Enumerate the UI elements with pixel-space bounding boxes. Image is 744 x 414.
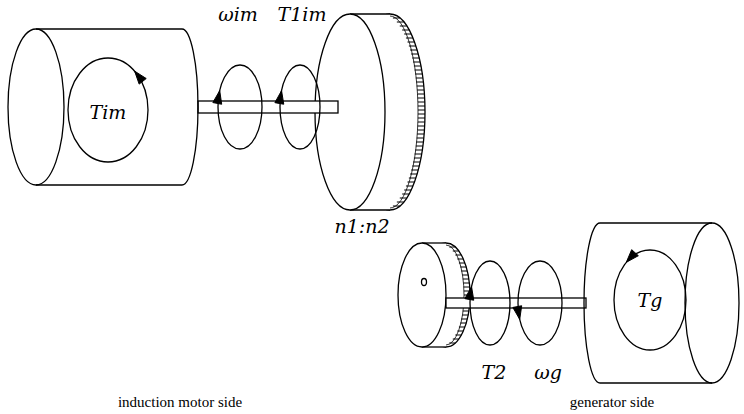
rotation-loop xyxy=(518,261,562,345)
cylinder-edge xyxy=(600,382,712,383)
arrowhead xyxy=(513,306,522,320)
speed-symbol: ωim xyxy=(218,3,258,25)
gear-tooth xyxy=(416,142,423,143)
rotation-loop xyxy=(68,58,148,162)
gear-tooth xyxy=(418,114,425,115)
gear-hole xyxy=(422,279,427,286)
rotation-loop xyxy=(470,261,510,345)
gear-tooth xyxy=(453,339,459,340)
cylinder-edge xyxy=(600,222,712,223)
gear-tooth xyxy=(463,279,469,280)
rotation-loop xyxy=(280,65,320,149)
gear-tooth xyxy=(415,150,422,151)
gear-tooth xyxy=(417,138,424,139)
gear-tooth xyxy=(417,134,424,135)
gear-tooth xyxy=(416,146,423,147)
rotation-loop xyxy=(614,250,686,350)
arrowhead xyxy=(135,71,147,84)
torque-symbol: T1im xyxy=(278,3,327,25)
gear-tooth xyxy=(402,30,409,31)
cylinder-edge xyxy=(36,28,182,29)
cylinder-edge xyxy=(36,184,182,185)
machine-cylinder: Tim xyxy=(4,26,204,188)
gear-tooth xyxy=(464,287,470,288)
cylinder-edge xyxy=(182,29,198,185)
torque-symbol: Tg xyxy=(638,289,663,311)
gear-ratio: n1:n2 xyxy=(334,215,389,237)
torque-symbol: T2 xyxy=(482,361,507,383)
gear-tooth xyxy=(453,251,459,252)
gear-tooth xyxy=(404,190,411,191)
arrowhead xyxy=(465,287,474,301)
gear-tooth xyxy=(415,74,422,75)
gear-tooth xyxy=(418,102,425,103)
gear-tooth xyxy=(406,38,413,39)
arrowhead xyxy=(213,91,222,105)
arrowhead xyxy=(626,250,638,263)
cylinder-end xyxy=(8,29,64,185)
small-gear xyxy=(398,243,470,347)
gear-tooth xyxy=(406,186,413,187)
rotation-loop xyxy=(218,65,262,149)
gear-tooth xyxy=(463,283,469,284)
side-caption: induction motor side xyxy=(118,394,242,411)
gear-tooth xyxy=(402,194,409,195)
gear-tooth xyxy=(416,82,423,83)
gear-tooth xyxy=(404,34,411,35)
machine-cylinder: Tg xyxy=(578,218,742,388)
side-caption: generator side xyxy=(570,394,655,411)
gear-tooth xyxy=(417,130,424,131)
gear-tooth xyxy=(418,122,425,123)
rotation-arrows xyxy=(68,58,686,350)
gear-tooth xyxy=(418,98,425,99)
gear-tooth xyxy=(418,118,425,119)
gear-tooth xyxy=(463,311,469,312)
gear-tooth xyxy=(462,275,468,276)
speed-symbol: ωg xyxy=(534,361,562,383)
gear-tooth xyxy=(462,315,468,316)
gear-tooth xyxy=(400,26,407,27)
cylinder-edge xyxy=(584,223,600,383)
gear-tooth xyxy=(416,78,423,79)
gear-tooth xyxy=(417,86,424,87)
torque-symbol: Tim xyxy=(90,101,127,123)
gear-edge xyxy=(350,209,390,210)
gear-tooth xyxy=(400,198,407,199)
gear-tooth xyxy=(418,110,425,111)
gear-edge xyxy=(350,13,390,14)
gear-front-face xyxy=(398,243,446,347)
cylinder-end xyxy=(685,223,739,383)
gear-tooth xyxy=(417,94,424,95)
gear-tooth xyxy=(418,106,425,107)
gear-tooth xyxy=(407,42,414,43)
arrowhead xyxy=(275,91,284,105)
gear-tooth xyxy=(418,126,425,127)
gear-tooth xyxy=(407,182,414,183)
gear-tooth xyxy=(417,90,424,91)
